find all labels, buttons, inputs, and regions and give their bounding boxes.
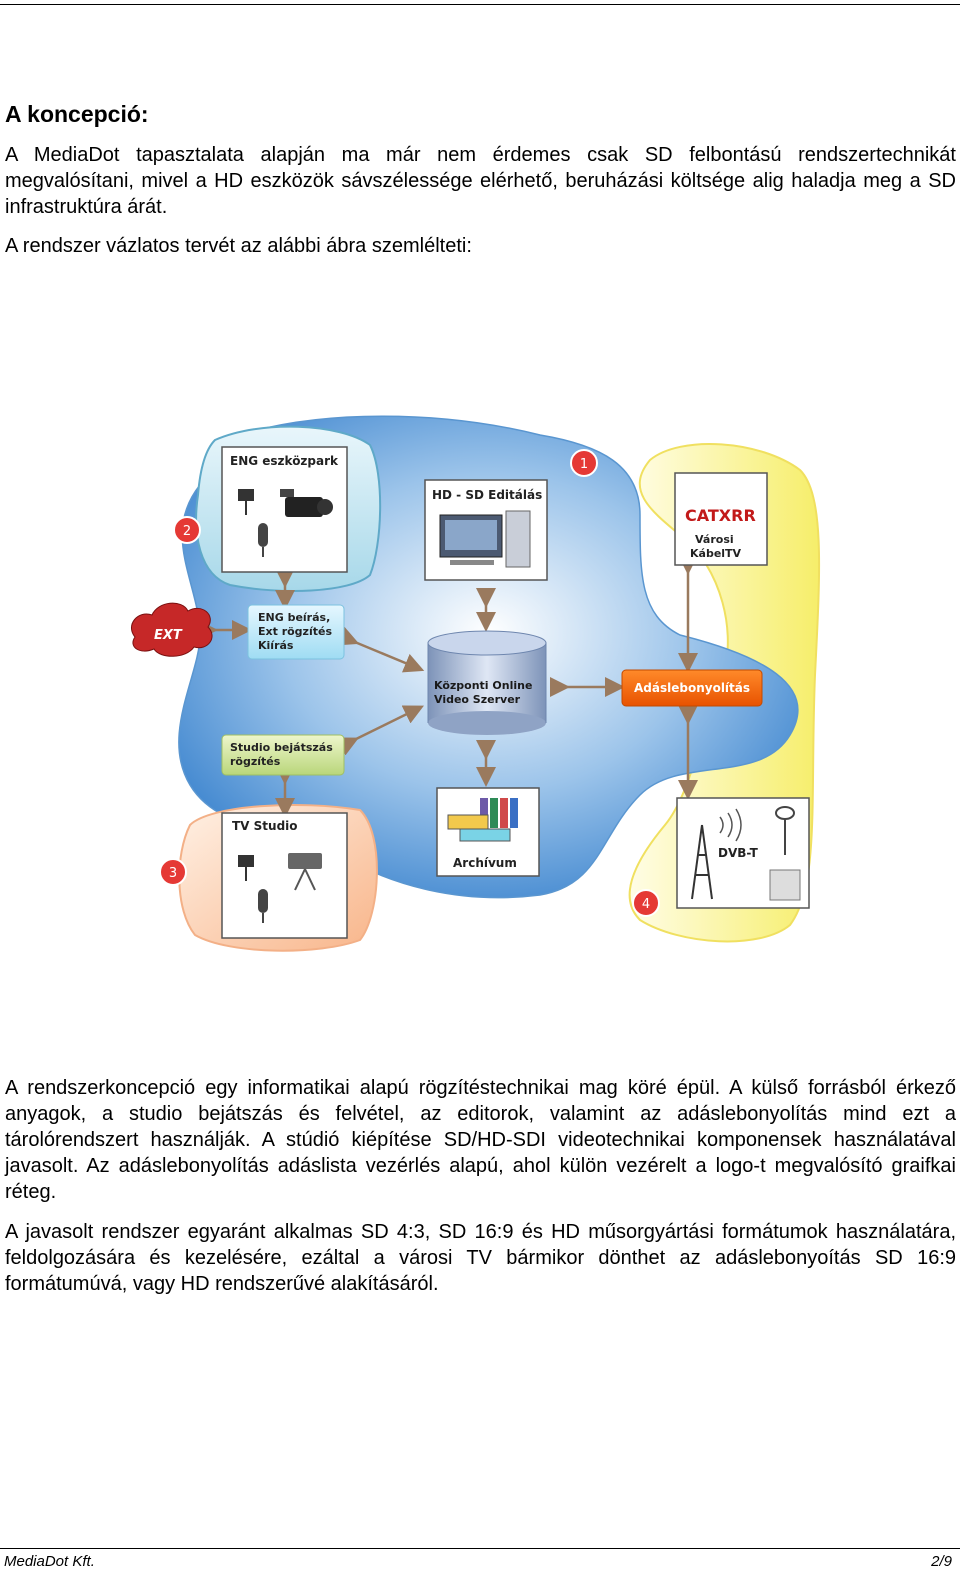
ext-label: EXT bbox=[154, 628, 183, 643]
svg-text:1: 1 bbox=[580, 457, 588, 472]
tv-studio-box: TV Studio bbox=[221, 812, 348, 939]
badge-4: 4 bbox=[632, 889, 660, 917]
eng-write-box: ENG beírás, Ext rögzítés Kiírás bbox=[247, 604, 345, 660]
catv-line2: KábelTV bbox=[690, 547, 742, 560]
signal-waves-icon bbox=[719, 808, 742, 842]
badge-3: 3 bbox=[159, 858, 187, 886]
svg-text:4: 4 bbox=[642, 897, 650, 912]
ext-cloud: EXT bbox=[130, 602, 213, 657]
studio-play-line1: Studio bejátszás bbox=[230, 741, 333, 754]
eng-park-box: ENG eszközpark bbox=[221, 446, 348, 573]
paragraph-concept: A rendszerkoncepció egy informatikai ala… bbox=[5, 1077, 956, 1203]
playout-label: Adáslebonyolítás bbox=[634, 681, 750, 695]
catv-logo: CATXRR bbox=[685, 506, 756, 525]
badge-2: 2 bbox=[173, 516, 201, 544]
playout-box: Adáslebonyolítás bbox=[621, 669, 763, 707]
footer-page-number: 2/9 bbox=[931, 1553, 952, 1570]
antenna-dish-icon bbox=[769, 806, 801, 901]
server-line1: Központi Online bbox=[434, 679, 532, 692]
archive-label: Archívum bbox=[453, 856, 517, 870]
server-line2: Video Szerver bbox=[434, 693, 521, 706]
svg-text:3: 3 bbox=[169, 866, 177, 881]
footer-rule bbox=[0, 1548, 960, 1549]
studio-microphone-icon bbox=[258, 889, 268, 923]
archive-tapes-icon bbox=[447, 798, 518, 842]
workstation-icon bbox=[439, 510, 531, 568]
section-heading: A koncepció: bbox=[5, 101, 149, 127]
studio-light-icon bbox=[238, 855, 254, 881]
server-cylinder: Központi Online Video Szerver bbox=[427, 630, 547, 735]
system-diagram: ENG eszközpark HD - SD Editálás CATXRR V… bbox=[130, 415, 821, 952]
top-rule bbox=[0, 4, 960, 5]
edit-box: HD - SD Editálás bbox=[424, 479, 548, 581]
studio-play-box: Studio bejátszás rögzítés bbox=[221, 734, 345, 776]
tower-icon bbox=[691, 824, 713, 900]
connector-arrows bbox=[198, 555, 698, 818]
paragraph-diagram-caption: A rendszer vázlatos tervét az alábbi ábr… bbox=[5, 235, 472, 257]
paragraph-formats: A javasolt rendszer egyaránt alkalmas SD… bbox=[5, 1221, 956, 1295]
dvbt-box: DVB-T bbox=[676, 797, 810, 909]
paragraph-intro: A MediaDot tapasztalata alapján ma már n… bbox=[5, 144, 956, 218]
footer-company: MediaDot Kft. bbox=[4, 1553, 95, 1570]
eng-write-line3: Kiírás bbox=[258, 639, 294, 652]
eng-write-line2: Ext rögzítés bbox=[258, 625, 332, 638]
light-icon bbox=[238, 489, 254, 515]
archive-box: Archívum bbox=[436, 787, 540, 877]
catv-box: CATXRR Városi KábelTV bbox=[674, 472, 768, 566]
studio-camera-icon bbox=[288, 853, 322, 891]
svg-text:2: 2 bbox=[183, 524, 191, 539]
eng-write-line1: ENG beírás, bbox=[258, 611, 330, 624]
catv-line1: Városi bbox=[695, 533, 734, 546]
tv-studio-label: TV Studio bbox=[232, 819, 298, 833]
dvbt-label: DVB-T bbox=[718, 846, 759, 860]
edit-label: HD - SD Editálás bbox=[432, 488, 542, 502]
badge-1: 1 bbox=[570, 449, 598, 477]
eng-park-label: ENG eszközpark bbox=[230, 454, 339, 468]
camera-icon bbox=[280, 489, 333, 517]
microphone-icon bbox=[258, 523, 268, 557]
studio-play-line2: rögzítés bbox=[230, 755, 281, 768]
